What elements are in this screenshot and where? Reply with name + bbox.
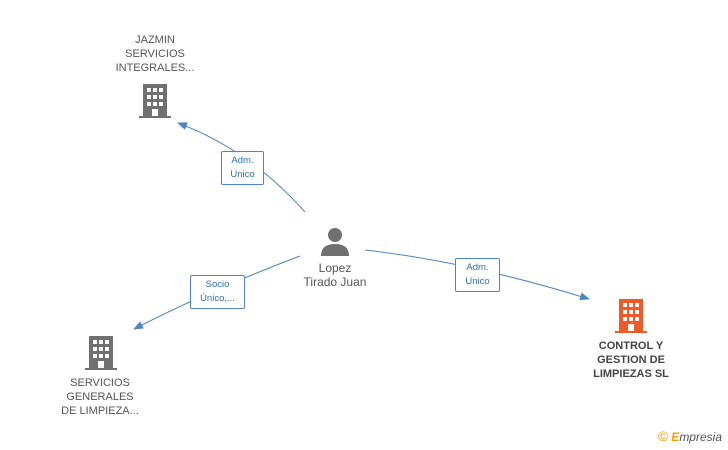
empresia-brand: ©Empresia — [658, 428, 722, 444]
node-control-label: CONTROL Y GESTION DE LIMPIEZAS SL — [593, 340, 669, 380]
node-servicios[interactable]: SERVICIOS GENERALES DE LIMPIEZA... — [45, 376, 155, 418]
brand-logo-e: E — [671, 430, 680, 444]
edge-label-to-servicios: Socio Único,... — [190, 275, 245, 309]
building-icon[interactable] — [85, 336, 117, 370]
building-icon[interactable] — [615, 299, 647, 333]
node-jazmin[interactable]: JAZMIN SERVICIOS INTEGRALES... — [100, 33, 210, 75]
person-icon[interactable] — [320, 226, 350, 256]
node-person-label[interactable]: Lopez Tirado Juan — [303, 261, 367, 289]
edge-label-to-control: Adm. Unico — [455, 258, 500, 292]
edge-label-to-jazmin: Adm. Unico — [221, 151, 264, 185]
brand-name: mpresia — [679, 430, 722, 444]
node-jazmin-label: JAZMIN SERVICIOS INTEGRALES... — [115, 34, 195, 74]
copyright-icon: © — [657, 428, 669, 444]
node-control[interactable]: CONTROL Y GESTION DE LIMPIEZAS SL — [571, 339, 691, 381]
node-servicios-label: SERVICIOS GENERALES DE LIMPIEZA... — [61, 377, 139, 417]
building-icon[interactable] — [139, 84, 171, 118]
